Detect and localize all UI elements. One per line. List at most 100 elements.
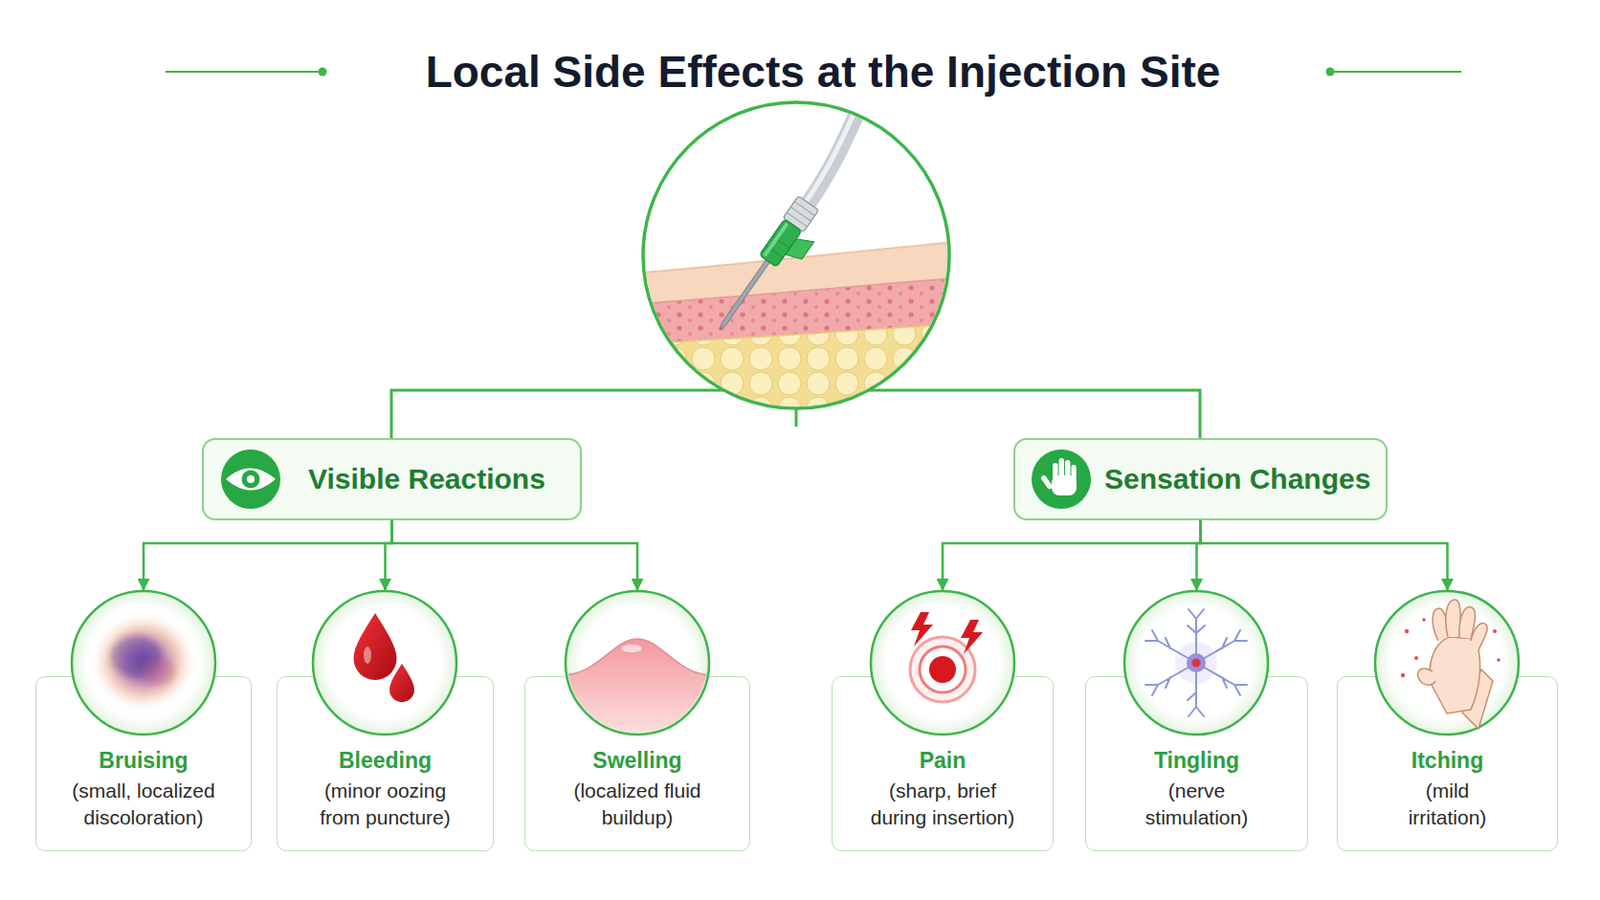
pain-icon — [960, 620, 983, 655]
itch-icon — [1496, 658, 1501, 663]
injection-illustration — [762, 222, 789, 258]
title-rule — [165, 70, 323, 73]
injection-illustration — [631, 95, 967, 422]
itch-icon — [1429, 637, 1480, 714]
injection-illustration — [794, 201, 815, 217]
injection-illustration — [631, 323, 967, 422]
node-title: Pain — [919, 747, 967, 775]
hand-icon — [1051, 475, 1077, 496]
node-description: (minor oozing from puncture) — [309, 777, 463, 832]
injection-illustration — [631, 64, 967, 422]
eye-icon — [221, 449, 281, 510]
itch-icon — [1432, 608, 1449, 642]
title-rule — [1326, 67, 1335, 77]
injection-illustration — [643, 102, 950, 409]
node-description: (mild irritation) — [1392, 777, 1503, 832]
node-title: Bruising — [98, 747, 188, 775]
blood-drop-icon — [354, 613, 398, 681]
itch-icon — [1404, 629, 1409, 634]
category-box: Visible Reactions — [201, 438, 582, 521]
injection-illustration — [758, 219, 801, 267]
pain-icon — [910, 637, 976, 703]
eye-icon — [225, 468, 276, 491]
blood-drop-icon — [312, 591, 457, 735]
injection-illustration — [717, 260, 770, 333]
bruise-icon — [71, 591, 216, 735]
nerve-icon — [1175, 642, 1218, 685]
swelling-icon — [560, 591, 714, 747]
effect-card: Bleeding(minor oozing from puncture) — [276, 590, 494, 852]
itch-icon — [1422, 618, 1426, 623]
blood-drop-icon — [389, 664, 415, 703]
itch-icon — [1400, 673, 1405, 678]
itch-icon — [1459, 607, 1476, 640]
itch-icon — [1414, 656, 1419, 661]
node-description: (localized fluid buildup) — [551, 777, 724, 832]
itch-icon — [1462, 669, 1493, 730]
bruise-icon — [111, 635, 161, 678]
node-description: (small, localized discoloration) — [47, 777, 240, 832]
nerve-icon — [1124, 591, 1268, 735]
hand-icon — [1031, 449, 1091, 510]
node-title: Visible Reactions — [308, 462, 546, 497]
node-title: Bleeding — [338, 747, 432, 775]
pain-icon — [929, 656, 956, 684]
itch-icon — [1445, 600, 1461, 638]
effect-card: Pain(sharp, brief during insertion) — [831, 590, 1054, 852]
hand-icon — [1052, 463, 1059, 485]
itch-icon — [1470, 623, 1488, 651]
connector-arrow — [942, 520, 1201, 591]
injection-illustration — [631, 64, 967, 422]
pain-icon — [870, 591, 1015, 735]
injection-illustration — [631, 241, 967, 422]
pain-icon — [870, 591, 1015, 735]
hand-icon — [1040, 474, 1054, 490]
eye-icon — [242, 470, 261, 489]
category-box: Sensation Changes — [1013, 438, 1388, 521]
swelling-icon — [560, 639, 714, 747]
node-description: (nerve stimulation) — [1127, 777, 1267, 832]
pain-icon — [919, 646, 966, 693]
blood-drop-icon — [363, 646, 372, 665]
injection-illustration — [790, 206, 811, 222]
injection-illustration — [698, 64, 918, 346]
blood-drop-icon — [312, 591, 457, 735]
effect-card: Tingling(nerve stimulation) — [1085, 590, 1309, 852]
swelling-icon — [565, 591, 710, 735]
eye-icon — [221, 449, 281, 510]
bruise-icon — [71, 591, 216, 735]
pain-icon — [911, 612, 934, 647]
hand-icon — [1031, 449, 1091, 510]
effect-card: Itching(mild irritation) — [1336, 590, 1558, 852]
connector-arrow — [1200, 520, 1448, 591]
itch-icon — [1375, 591, 1519, 735]
swelling-icon — [621, 644, 643, 653]
nerve-icon — [1124, 591, 1268, 735]
itch-icon — [1418, 668, 1436, 686]
hand-icon — [1065, 460, 1071, 484]
bruise-icon — [140, 657, 176, 687]
connector-arrow — [143, 520, 393, 591]
title-rule — [1330, 70, 1462, 73]
effect-card: Bruising(small, localized discoloration) — [35, 590, 252, 852]
eye-icon — [246, 475, 255, 484]
diagram-title: Local Side Effects at the Injection Site — [248, 42, 1398, 102]
nerve-icon — [1192, 659, 1201, 668]
swelling-icon — [560, 639, 714, 747]
itch-icon — [1375, 591, 1519, 735]
bruise-icon — [93, 615, 194, 710]
node-title: Tingling — [1154, 747, 1240, 775]
hand-icon — [1071, 465, 1077, 484]
nerve-icon — [1186, 653, 1206, 673]
hand-icon — [1059, 458, 1066, 484]
node-title: Swelling — [592, 747, 682, 775]
node-title: Itching — [1411, 747, 1484, 775]
connector-arrow — [392, 520, 639, 591]
node-description: (sharp, brief during insertion) — [865, 777, 1021, 832]
title-rule — [318, 67, 328, 77]
itch-icon — [1492, 629, 1497, 634]
effect-card: Swelling(localized fluid buildup) — [524, 590, 751, 852]
node-title: Sensation Changes — [1104, 462, 1371, 497]
nerve-icon — [1145, 609, 1247, 717]
